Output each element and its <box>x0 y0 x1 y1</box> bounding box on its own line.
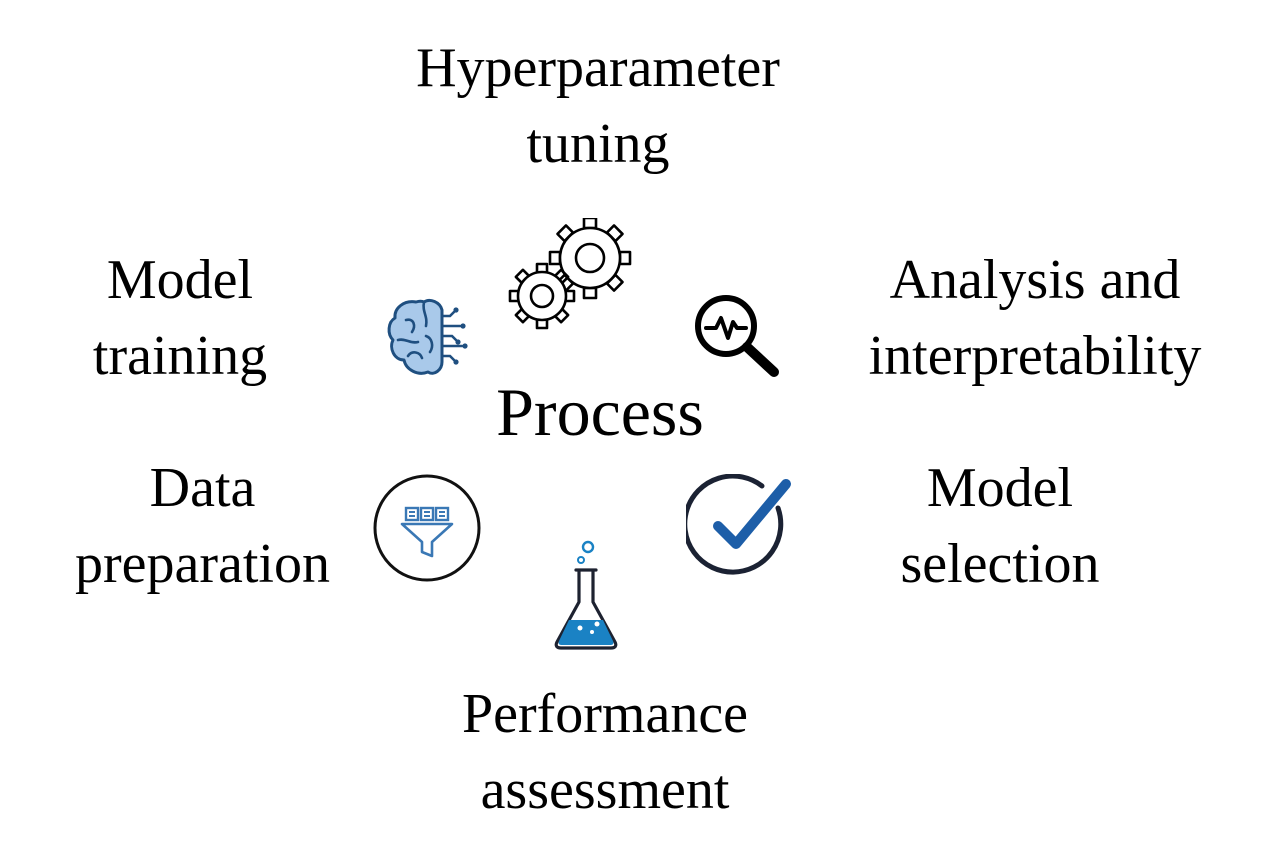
checkmark-circle-icon <box>686 474 798 580</box>
gears-icon <box>502 218 637 333</box>
label-line: training <box>92 325 268 387</box>
label-hyperparameter-tuning: Hyperparameter tuning <box>348 30 848 182</box>
label-line: Data <box>149 457 256 519</box>
flask-icon <box>550 540 622 654</box>
label-analysis-interpretability: Analysis and interpretability <box>835 242 1235 394</box>
label-line: Hyperparameter <box>416 37 780 99</box>
label-line: assessment <box>480 759 730 821</box>
magnifier-pulse-icon <box>690 290 786 382</box>
label-model-selection: Model selection <box>860 450 1140 602</box>
label-line: preparation <box>75 533 330 595</box>
label-line: Model <box>106 249 254 311</box>
label-line: Analysis and <box>889 249 1181 311</box>
data-filter-icon <box>370 474 484 582</box>
label-data-preparation: Data preparation <box>40 450 365 602</box>
label-line: Performance <box>461 683 749 745</box>
label-performance-assessment: Performance assessment <box>405 676 805 828</box>
brain-icon <box>386 296 476 382</box>
label-line: tuning <box>526 113 670 175</box>
label-line: interpretability <box>868 325 1202 387</box>
label-line: Model <box>926 457 1074 519</box>
label-line: selection <box>900 533 1100 595</box>
center-label: Process <box>496 374 704 450</box>
label-model-training: Model training <box>40 242 320 394</box>
